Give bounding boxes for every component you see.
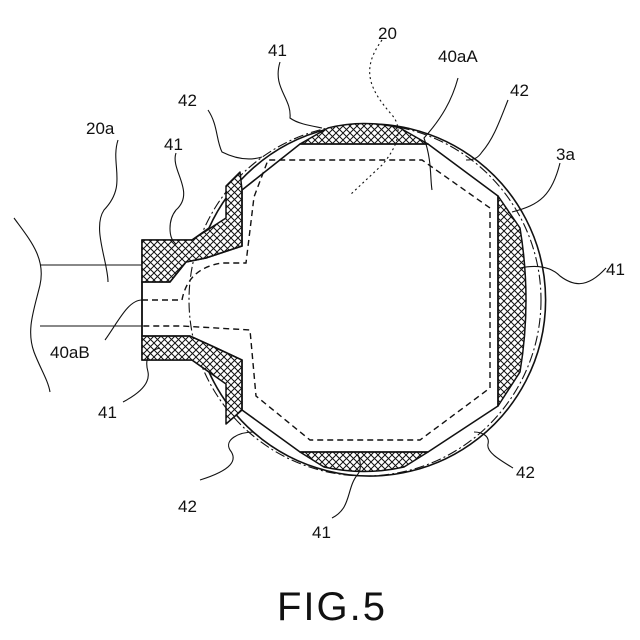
inner-dashed-contour [142, 160, 490, 440]
leader-20-dotted [350, 40, 398, 195]
label-42-top-left: 42 [178, 91, 197, 110]
container-outer-contour [142, 124, 546, 476]
label-20: 20 [378, 24, 397, 43]
label-3a: 3a [556, 145, 575, 164]
layer-41-right [498, 196, 526, 406]
label-42-bottom-right: 42 [516, 463, 535, 482]
label-41-left-bottom: 41 [98, 403, 117, 422]
protective-layers-41 [142, 124, 526, 472]
pipe-20a [14, 218, 142, 392]
label-42-top-right: 42 [510, 81, 529, 100]
label-41-neck: 41 [164, 135, 183, 154]
label-40aA: 40aA [438, 47, 478, 66]
label-40aB: 40aB [50, 343, 90, 362]
shape-3a-outline [189, 124, 541, 476]
label-20a: 20a [86, 119, 115, 138]
figure-caption: FIG.5 [277, 585, 387, 629]
layer-41-top [300, 124, 428, 145]
label-42-bottom-left: 42 [178, 497, 197, 516]
label-41-top: 41 [268, 41, 287, 60]
layer-41-neck-top [142, 172, 242, 282]
pipe-break-line [14, 218, 50, 392]
label-41-right: 41 [606, 260, 625, 279]
label-41-bottom: 41 [312, 523, 331, 542]
inner-body-40aA-outline [142, 144, 498, 452]
